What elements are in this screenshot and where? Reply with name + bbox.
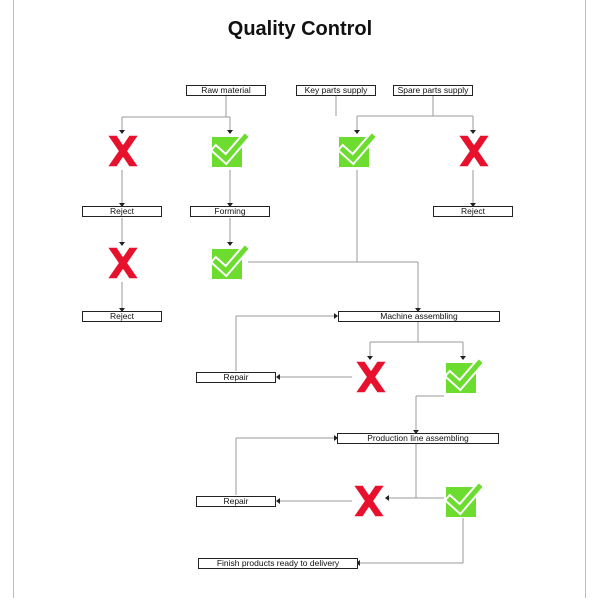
green-check-icon: [444, 482, 482, 517]
node-finish-products: Finish products ready to delivery: [198, 558, 358, 569]
node-production-line-assembling: Production line assembling: [337, 433, 499, 444]
node-key-parts-supply: Key parts supply: [296, 85, 376, 96]
red-x-icon: [352, 484, 386, 518]
node-forming: Forming: [190, 206, 270, 217]
node-reject-2: Reject: [82, 311, 162, 322]
diagram-frame: [13, 0, 586, 598]
green-check-icon: [210, 132, 248, 167]
node-repair-2: Repair: [196, 496, 276, 507]
node-raw-material: Raw material: [186, 85, 266, 96]
node-spare-parts-supply: Spare parts supply: [393, 85, 473, 96]
red-x-icon: [106, 134, 140, 168]
red-x-icon: [354, 360, 388, 394]
node-repair-1: Repair: [196, 372, 276, 383]
node-machine-assembling: Machine assembling: [338, 311, 500, 322]
red-x-icon: [457, 134, 491, 168]
green-check-icon: [337, 132, 375, 167]
red-x-icon: [106, 246, 140, 280]
diagram-title: Quality Control: [227, 18, 373, 40]
node-reject-1: Reject: [82, 206, 162, 217]
green-check-icon: [210, 244, 248, 279]
node-reject-3: Reject: [433, 206, 513, 217]
green-check-icon: [444, 358, 482, 393]
